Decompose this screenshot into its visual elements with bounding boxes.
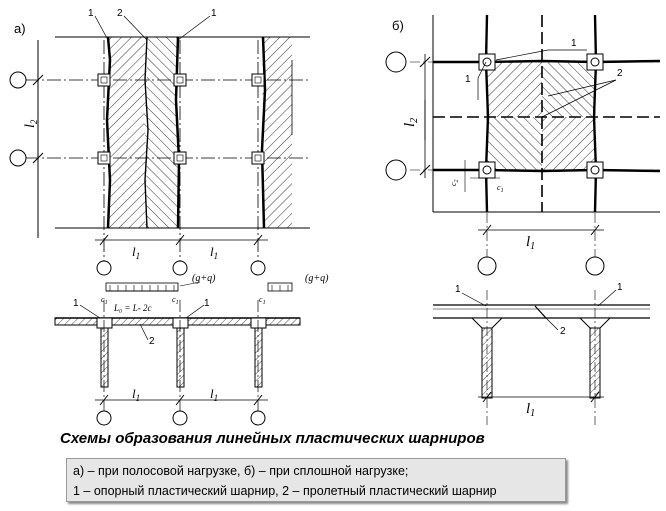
hatched-strip-2	[144, 37, 179, 228]
hatched-strip-1	[107, 37, 147, 228]
c-label-a-1: c1	[101, 295, 108, 306]
c2-label-b: c2	[449, 179, 460, 186]
hatched-strip-3	[262, 37, 292, 228]
callout-a-section-1-right: 1	[204, 298, 210, 309]
hatched-bay-2	[542, 62, 595, 117]
callout-b-1-top: 1	[571, 38, 577, 49]
column-b-3	[478, 161, 496, 179]
figure-caption: Схемы образования линейных пластических …	[60, 430, 485, 447]
column-b-2	[586, 53, 604, 71]
height-label-b: l2	[402, 118, 420, 127]
height-label-a: l2	[23, 119, 39, 128]
column-b-4	[586, 161, 604, 179]
span-label-b-2: l1	[526, 401, 535, 419]
callout-b-1-left: 1	[465, 74, 471, 85]
inner-span-label-a: L₀ = L- 2c	[113, 303, 151, 313]
column-a-6	[251, 151, 265, 165]
panel-b-plan: б) l1	[385, 14, 661, 276]
legend-line-2: 1 – опорный пластический шарнир, 2 – про…	[73, 484, 497, 498]
hatched-bay-4	[542, 117, 595, 170]
panel-a-plan: а)	[9, 8, 310, 276]
callout-a-section-1-left: 1	[73, 298, 79, 309]
callout-a-2: 2	[117, 8, 123, 19]
callout-b-section-2: 2	[560, 326, 566, 337]
callout-a-section-2: 2	[149, 336, 155, 347]
legend-line-1: а) – при полосовой нагрузке, б) – при сп…	[73, 464, 409, 478]
load-label-a-1: (g+q)	[192, 273, 216, 284]
panel-a-section: (g+q) (g+q) c1 c1 c1 L₀ = L- 2c l1 l1 1	[54, 273, 329, 426]
c1-label-b: c1	[497, 183, 504, 194]
column-a-1	[97, 73, 111, 87]
column-b-1	[478, 53, 496, 71]
column-section-a-3	[250, 317, 267, 388]
callout-a-1-left: 1	[88, 8, 94, 19]
column-a-5	[173, 151, 187, 165]
span-label-b-1: l1	[526, 234, 535, 252]
hatched-bay-3	[487, 117, 542, 170]
hatched-bay-1	[487, 62, 542, 117]
panel-b-section: l1 1 1 2	[433, 282, 650, 425]
column-a-4	[97, 151, 111, 165]
column-section-a-2	[172, 317, 189, 388]
column-a-3	[251, 73, 265, 87]
c-label-a-2: c1	[172, 295, 179, 306]
span-label-a-3: l1	[132, 386, 140, 403]
legend-box: а) – при полосовой нагрузке, б) – при сп…	[66, 458, 566, 502]
callout-b-2: 2	[617, 68, 623, 79]
load-label-a-2: (g+q)	[305, 273, 329, 284]
callout-a-1-right: 1	[211, 8, 217, 19]
panel-b-label: б)	[392, 18, 404, 33]
column-section-a-1	[96, 317, 113, 388]
callout-b-section-1-right: 1	[617, 282, 623, 293]
callout-b-section-1-left: 1	[455, 284, 461, 295]
span-label-a-1: l1	[132, 244, 140, 261]
c-label-a-3: c1	[259, 295, 266, 306]
span-label-a-4: l1	[210, 386, 218, 403]
panel-a-label: а)	[14, 21, 26, 36]
column-a-2	[173, 73, 187, 87]
span-label-a-2: l1	[210, 244, 218, 261]
